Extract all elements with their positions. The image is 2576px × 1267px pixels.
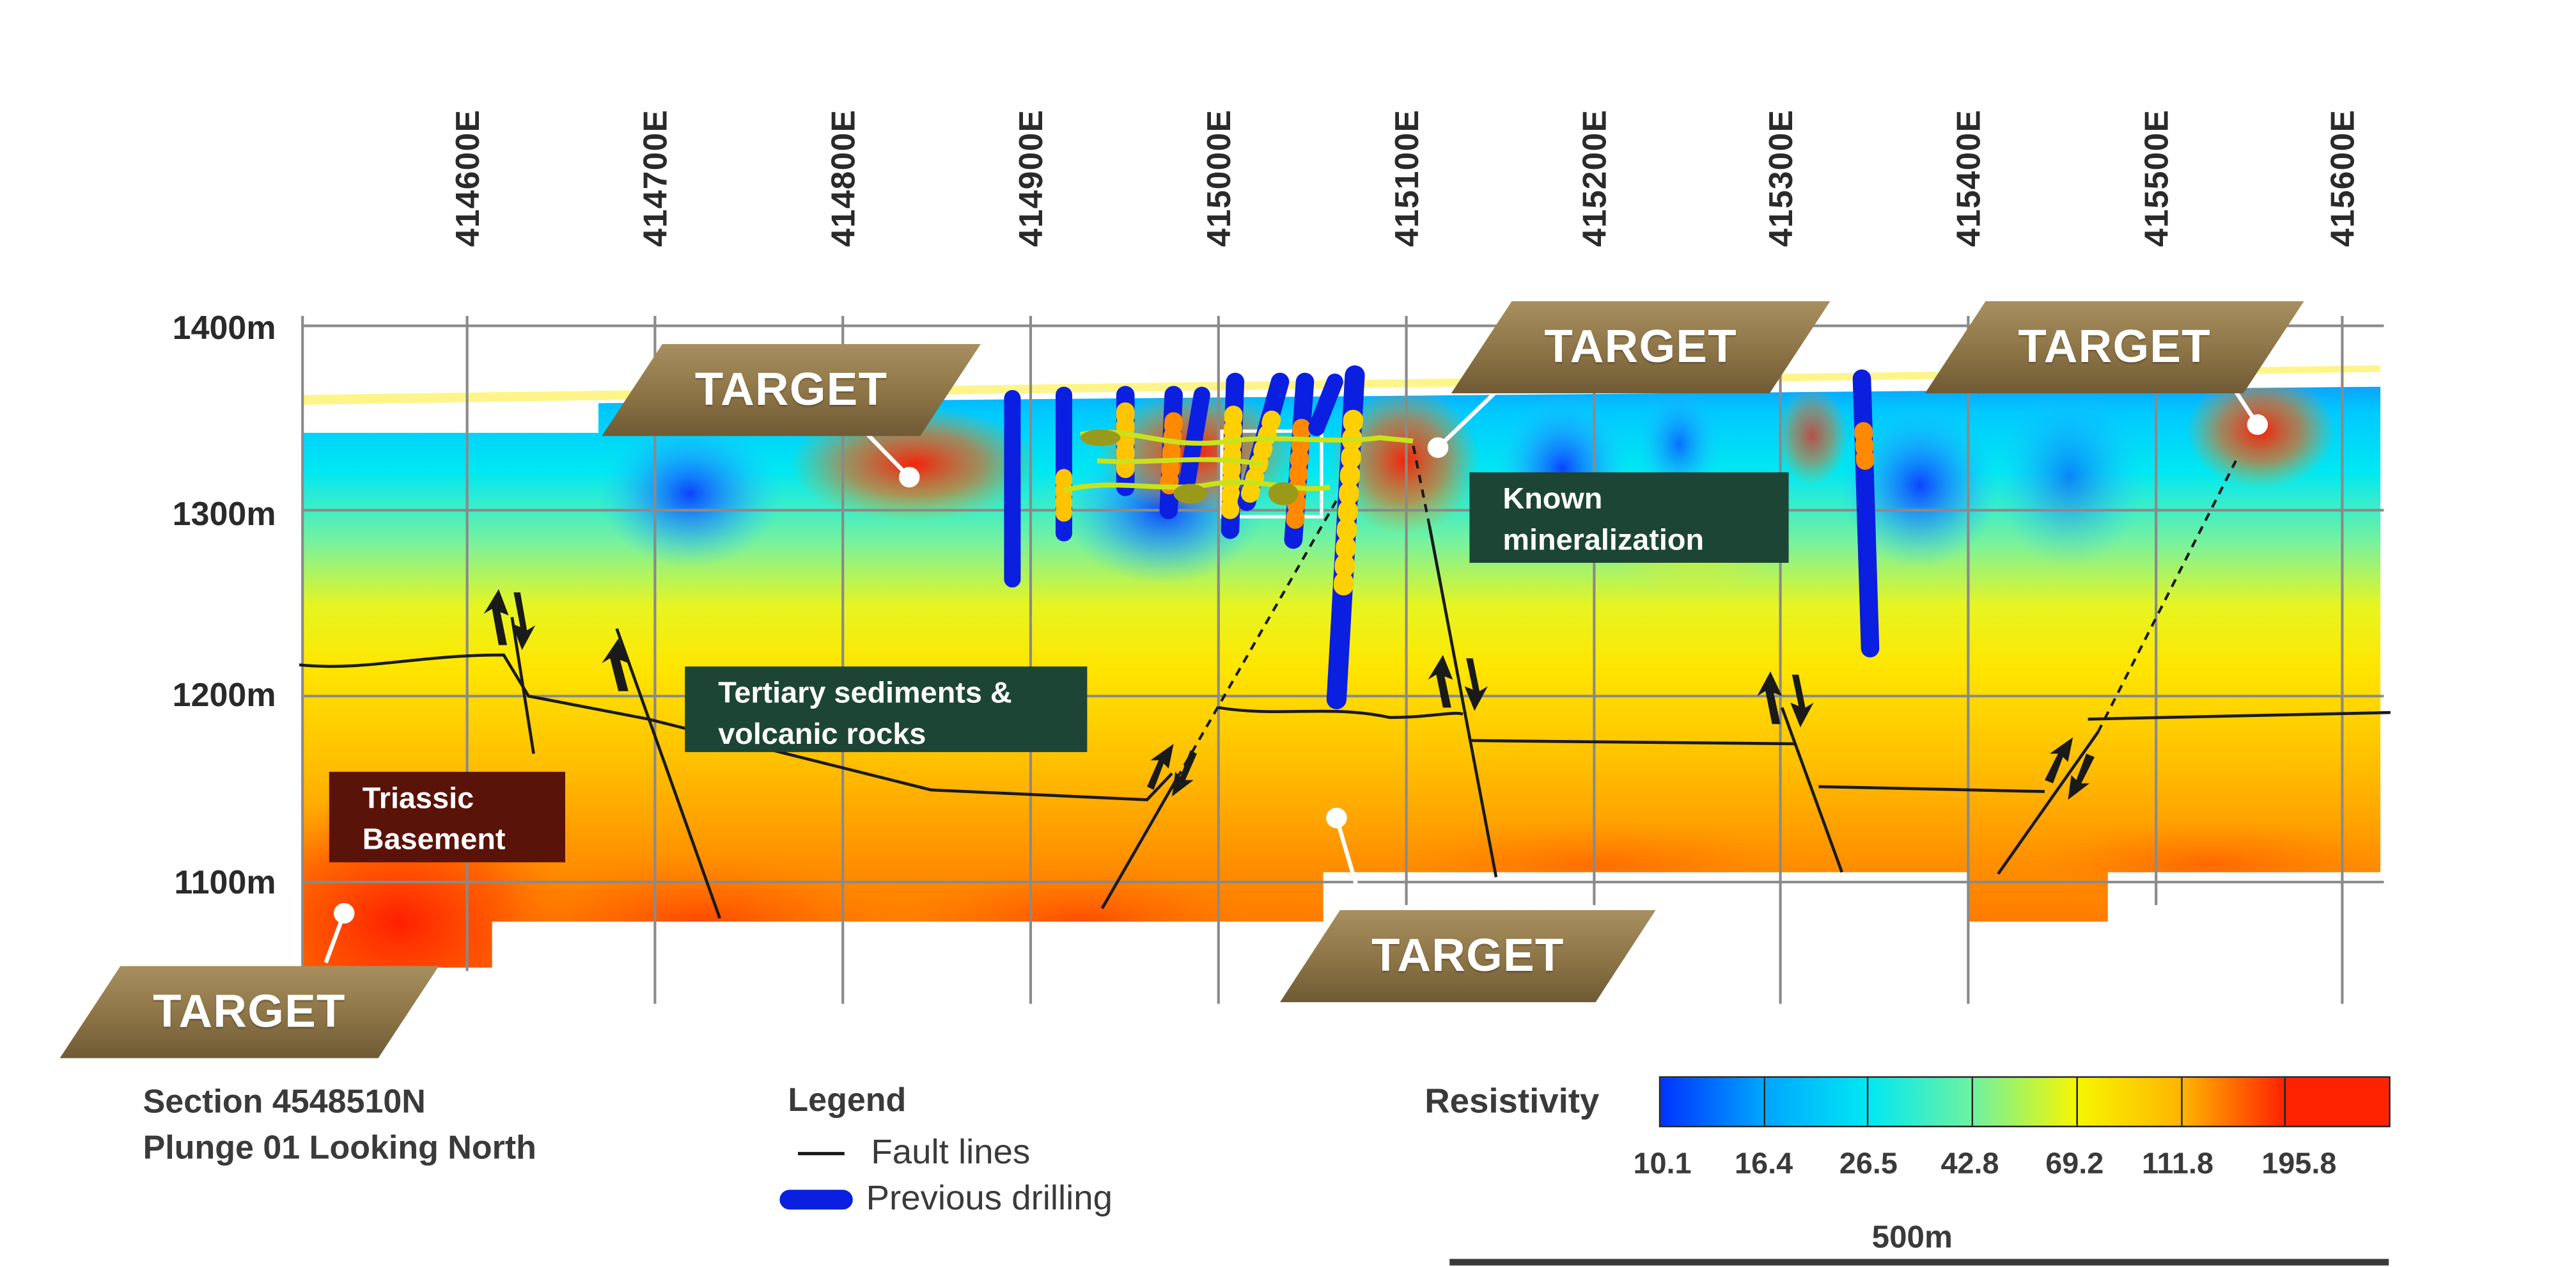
- triassic-label: Triassic Basement: [329, 771, 565, 863]
- easting-label: 415100E: [1389, 109, 1426, 247]
- drill-hole: [1852, 369, 1880, 657]
- easting-label: 414700E: [638, 109, 675, 247]
- fault-arrow: [1428, 655, 1453, 708]
- resistivity-value: 26.5: [1839, 1147, 1898, 1180]
- easting-label: 415200E: [1577, 109, 1614, 247]
- legend-previous-drilling-label: Previous drilling: [866, 1179, 1113, 1218]
- fault-arrow: [1790, 674, 1814, 728]
- target-callout: TARGET: [1924, 301, 2304, 393]
- legend-fault-lines-label: Fault lines: [871, 1133, 1031, 1172]
- scale-bar: [1449, 1259, 2389, 1266]
- fault-arrow: [602, 638, 628, 691]
- elevation-label: 1100m: [174, 865, 276, 902]
- tertiary-label: Tertiary sediments & volcanic rocks: [685, 666, 1088, 752]
- fault-arrow: [1146, 743, 1174, 791]
- fault-line-swatch: [798, 1152, 845, 1156]
- drill-hole: [1284, 372, 1315, 549]
- resistivity-title: Resistivity: [1425, 1083, 1600, 1121]
- drill-holes: [1004, 365, 1880, 709]
- resistivity-field: [302, 386, 2381, 968]
- drill-hole: [1159, 386, 1183, 519]
- fault-arrow: [2045, 737, 2073, 783]
- target-leaders: [324, 390, 2268, 964]
- fault-arrow: [2068, 753, 2095, 800]
- color-bar-segment: [1660, 1078, 1765, 1126]
- drill-swatch: [779, 1190, 853, 1210]
- drill-hole: [1308, 374, 1343, 436]
- resistivity-value: 195.8: [2261, 1147, 2337, 1180]
- easting-label: 414800E: [826, 109, 863, 247]
- fault-arrow: [1464, 658, 1488, 711]
- known-mineralization-label: Known mineralization: [1469, 472, 1789, 563]
- color-bar-segment: [2182, 1078, 2286, 1126]
- drill-hole: [1221, 372, 1245, 539]
- resistivity-value: 16.4: [1735, 1147, 1793, 1180]
- drill-hole: [1326, 365, 1365, 709]
- color-bar-segment: [1973, 1078, 2078, 1126]
- fault-lines: [299, 526, 2391, 919]
- legend-fault-lines: Fault lines: [788, 1134, 1030, 1174]
- fault-arrow: [483, 589, 509, 645]
- target-callout: TARGET: [1451, 301, 1831, 393]
- easting-label: 415300E: [1763, 109, 1800, 247]
- fault-arrow: [1171, 750, 1197, 797]
- easting-label: 414600E: [450, 109, 487, 247]
- target-callout: TARGET: [59, 966, 439, 1058]
- elevation-label: 1400m: [172, 311, 276, 347]
- color-bar-segment: [2286, 1078, 2389, 1126]
- color-bar-segment: [2077, 1078, 2182, 1126]
- resistivity-color-bar: [1659, 1076, 2391, 1128]
- easting-label: 415500E: [2139, 109, 2176, 247]
- legend-previous-drilling: Previous drilling: [779, 1180, 1112, 1220]
- easting-label: 415600E: [2325, 109, 2362, 247]
- easting-label: 415000E: [1201, 109, 1238, 247]
- projected-fault-lines: [1175, 444, 2237, 780]
- section-title: Section 4548510N: [143, 1084, 426, 1121]
- section-subtitle: Plunge 01 Looking North: [143, 1130, 536, 1167]
- resistivity-value: 69.2: [2045, 1147, 2104, 1180]
- fault-arrows: [483, 589, 2095, 800]
- fault-arrow: [1757, 671, 1783, 725]
- resistivity-value: 42.8: [1940, 1147, 1999, 1180]
- resistivity-value: 111.8: [2142, 1147, 2213, 1180]
- color-bar-segment: [1765, 1078, 1870, 1126]
- target-callout: TARGET: [1279, 909, 1656, 1002]
- color-bar-segment: [1869, 1078, 1974, 1126]
- fault-arrow: [511, 592, 536, 650]
- easting-label: 414900E: [1014, 109, 1051, 247]
- elevation-label: 1300m: [172, 497, 276, 533]
- mineralization-blobs: [1080, 429, 1299, 505]
- scale-bar-label: 500m: [1871, 1221, 1953, 1256]
- elevation-label: 1200m: [172, 678, 276, 714]
- resistivity-value: 10.1: [1633, 1147, 1692, 1180]
- target-callout: TARGET: [602, 343, 981, 436]
- legend-title: Legend: [788, 1083, 907, 1119]
- easting-label: 415400E: [1951, 109, 1988, 247]
